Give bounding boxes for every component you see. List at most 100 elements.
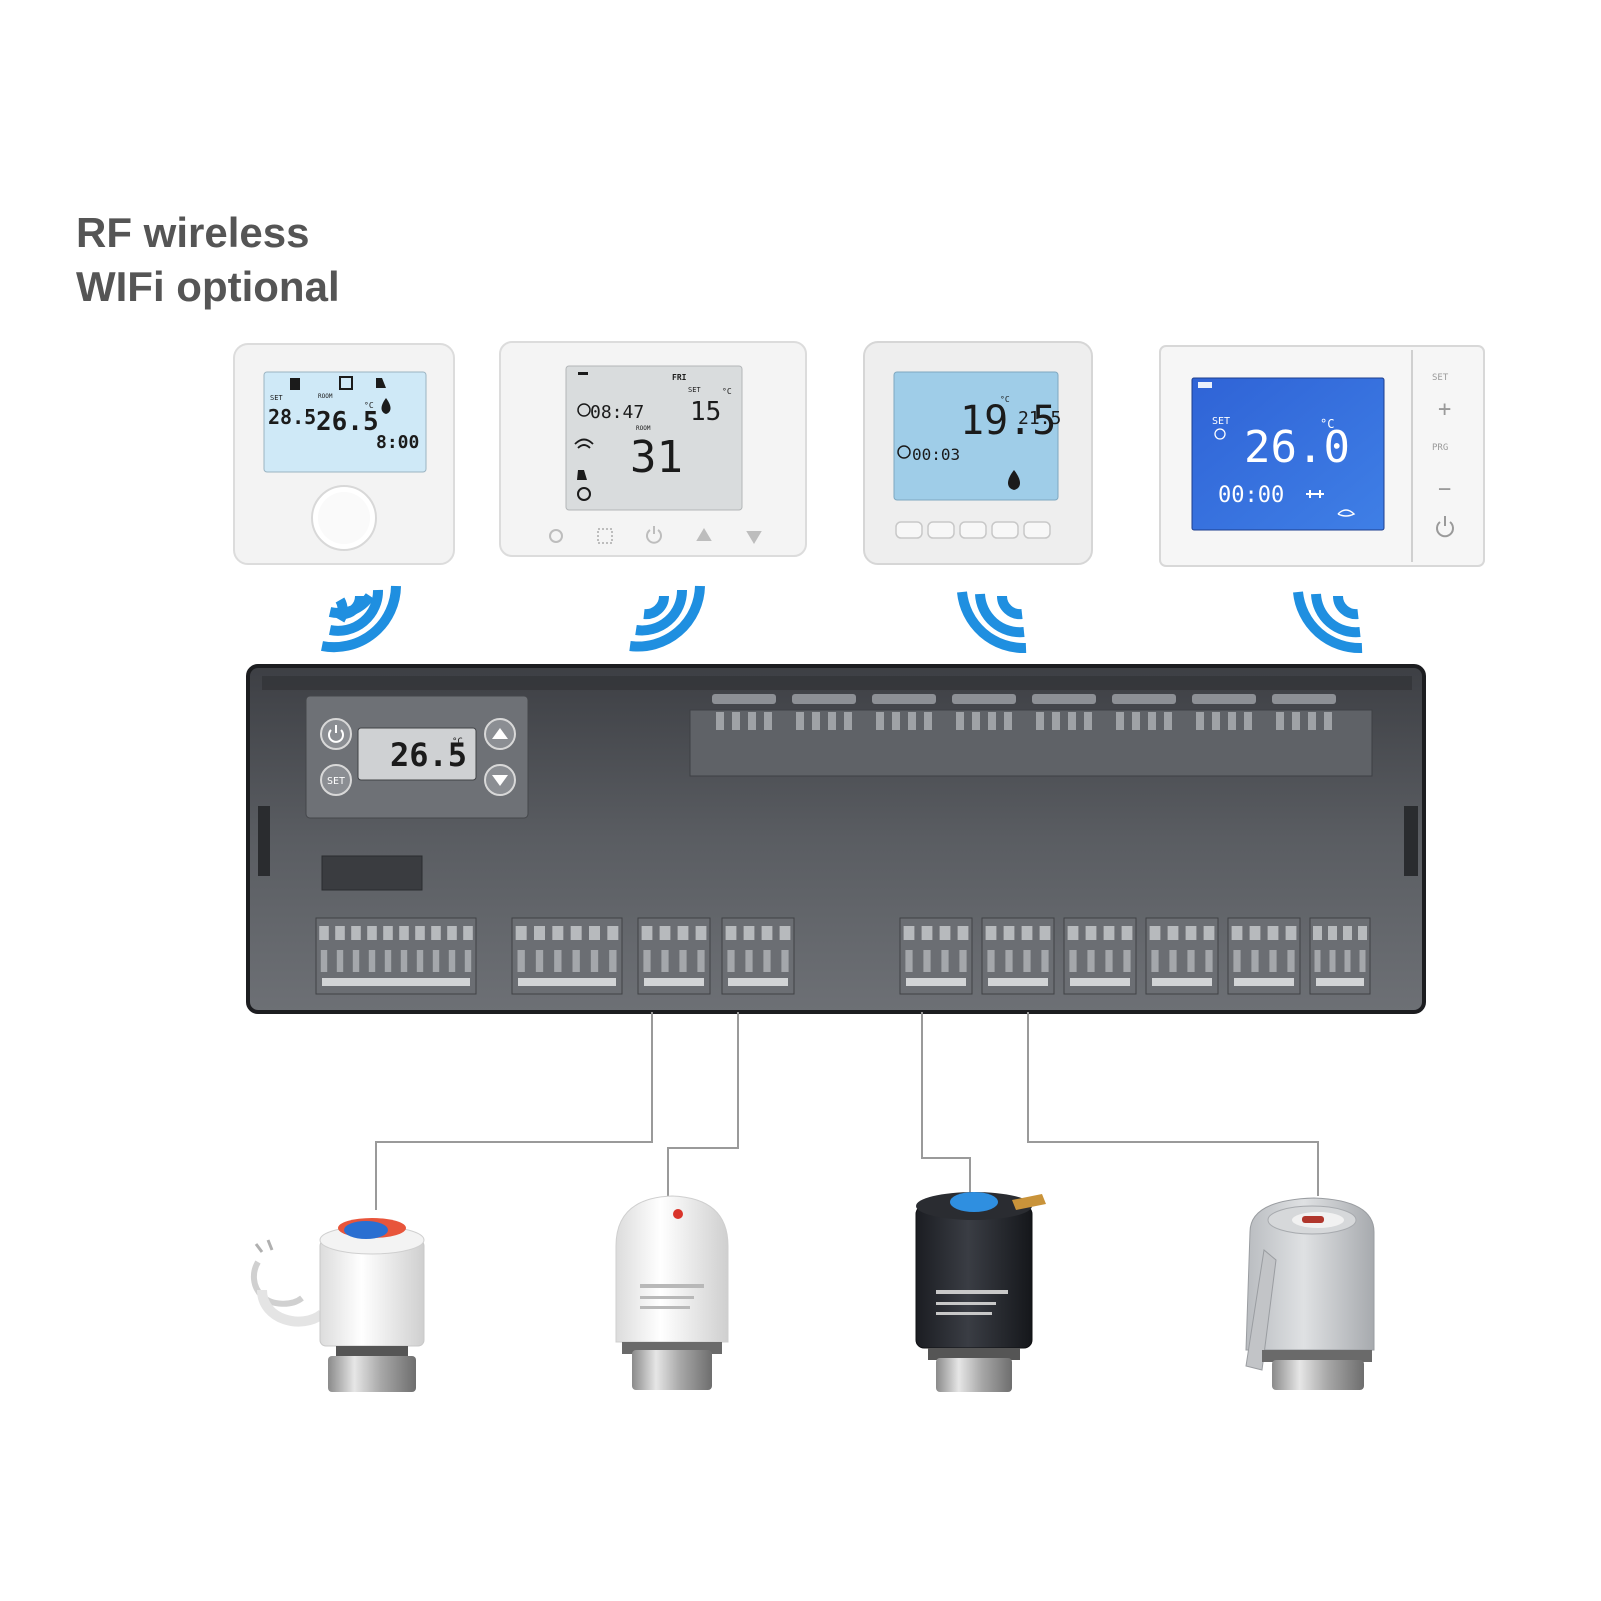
- upper-terminal-block: [1032, 694, 1096, 730]
- lower-terminal-block: [315, 917, 477, 995]
- actuator-2: [615, 1195, 729, 1390]
- headline-line-rf-wireless: RF wireless: [76, 209, 310, 256]
- hub-power-button[interactable]: [320, 718, 352, 750]
- thermostat-2-touch-keys: [549, 526, 762, 544]
- thermostat-2-heat-icon: [577, 470, 587, 480]
- thermostat-4-set-temp: 26.0: [1244, 422, 1350, 473]
- thermostat-2-set-temp: 15: [690, 397, 721, 427]
- actuator-4-indicator: [1302, 1216, 1324, 1223]
- lower-terminal-block: [637, 917, 711, 995]
- thermostat-1-time: 8:00: [376, 432, 419, 453]
- thermostat-3-button-4[interactable]: [991, 521, 1019, 539]
- signal-icon-1: [321, 585, 401, 653]
- thermostat-2-room-temp: 31: [630, 432, 683, 483]
- thermostat-3-clock-icon: [897, 445, 911, 459]
- hub-upper-terminal-rail: [689, 709, 1373, 777]
- thermostat-4-minus-button[interactable]: −: [1438, 477, 1451, 502]
- thermostat-4-prg-button[interactable]: PRG: [1432, 443, 1448, 453]
- headline-line-wifi-optional: WIFi optional: [76, 263, 340, 310]
- signal-icon-3: [957, 591, 1027, 654]
- thermostat-1-set-temp: 28.5: [268, 405, 316, 429]
- lower-terminal-block: [981, 917, 1055, 995]
- wire-4: [1027, 1012, 1319, 1196]
- thermostat-1-set-label: SET: [270, 394, 283, 402]
- thermostat-1-icons: [290, 376, 386, 390]
- thermostat-1-room-temp: 26.5: [316, 407, 379, 437]
- lower-terminal-block: [899, 917, 973, 995]
- lower-terminal-block: [721, 917, 795, 995]
- thermostat-4-lcd: [1191, 377, 1385, 531]
- hub-up-icon: [492, 728, 508, 739]
- thermostat-4-eye-icon: [1337, 509, 1356, 517]
- thermostat-2-clock-key[interactable]: [549, 529, 563, 543]
- thermostat-3-room-temp: 19.5: [960, 398, 1056, 444]
- thermostat-4-clock-icon: [1214, 428, 1226, 440]
- thermostat-3-unit: °C: [1000, 395, 1010, 404]
- thermostat-2-menu-key[interactable]: [597, 528, 613, 544]
- headline: RF wireless WIFi optional: [76, 206, 340, 314]
- hub-set-button[interactable]: [320, 764, 352, 796]
- thermostat-4-power-button[interactable]: [1436, 516, 1454, 538]
- hub-lcd: [357, 727, 477, 781]
- thermostat-1-unit: °C: [364, 401, 374, 410]
- thermostat-3-button-3[interactable]: [959, 521, 987, 539]
- thermostat-2-clock-icon: [577, 403, 591, 417]
- actuator-4: [1245, 1197, 1375, 1390]
- upper-terminal-block: [792, 694, 856, 730]
- thermostat-2-set-label: SET: [688, 386, 701, 394]
- thermostat-3-flame-icon: [1008, 470, 1020, 490]
- actuator-1: [250, 1218, 425, 1392]
- hub-display-unit: °C: [452, 737, 463, 747]
- signal-icon-2: [629, 585, 705, 652]
- thermostat-4-set-button[interactable]: SET: [1432, 373, 1449, 383]
- lower-terminal-block: [1309, 917, 1371, 995]
- thermostat-2-down-key[interactable]: [746, 531, 762, 544]
- thermostat-1-room-label: ROOM: [318, 393, 333, 400]
- thermostat-4-set-label: SET: [1212, 416, 1230, 427]
- hub-power-icon: [328, 725, 344, 743]
- hub-display-temp: 26.5: [390, 736, 467, 774]
- thermostat-3-button-1[interactable]: [895, 521, 923, 539]
- hub-controller: SET 26.5 °C: [246, 664, 1426, 1014]
- upper-terminal-block: [1192, 694, 1256, 730]
- lower-terminal-block: [1145, 917, 1219, 995]
- thermostat-3: 19.5 °C 21.5 00:03: [863, 341, 1093, 565]
- thermostat-4-time: 00:00: [1218, 483, 1284, 508]
- thermostat-4-unit: °C: [1320, 417, 1334, 431]
- actuator-2-indicator: [673, 1209, 683, 1219]
- upper-terminal-block: [872, 694, 936, 730]
- upper-terminal-block: [1112, 694, 1176, 730]
- thermostat-3-button-2[interactable]: [927, 521, 955, 539]
- upper-terminal-block: [1272, 694, 1336, 730]
- thermostat-2-power-key[interactable]: [646, 526, 662, 544]
- wire-2: [667, 1012, 739, 1196]
- thermostat-2-fan-icon: [577, 487, 591, 501]
- thermostat-3-buttons: [895, 521, 1051, 539]
- thermostat-3-button-5[interactable]: [1023, 521, 1051, 539]
- upper-terminal-block: [712, 694, 776, 730]
- hub-upper-terminals: [712, 694, 1336, 730]
- thermostat-1-flame-icon: [381, 398, 391, 414]
- lower-terminal-block: [511, 917, 623, 995]
- thermostat-2-time: 08:47: [590, 402, 644, 423]
- thermostat-1-lcd: [263, 371, 427, 473]
- signal-icon-4: [1293, 591, 1363, 654]
- hub-fuse-slot: [321, 855, 423, 891]
- wires: [375, 1012, 1319, 1210]
- thermostat-3-set-temp: 21.5: [1018, 408, 1061, 429]
- thermostat-2-up-key[interactable]: [696, 528, 712, 541]
- thermostat-2-wifi-icon: [574, 438, 594, 449]
- thermostat-4: SET 26.0 °C 00:00 SET + PRG −: [1159, 345, 1485, 567]
- hub-down-icon: [492, 775, 508, 786]
- thermostat-2-room-label: ROOM: [636, 425, 651, 432]
- thermostat-4-link-icon: [1306, 490, 1324, 498]
- wire-3: [921, 1012, 971, 1194]
- thermostat-4-plus-button[interactable]: +: [1438, 397, 1451, 422]
- thermostat-2-unit: °C: [722, 387, 732, 396]
- lower-terminal-block: [1063, 917, 1137, 995]
- thermostat-2: FRI 08:47 SET 15 °C ROOM 31: [499, 341, 807, 557]
- actuator-3: [915, 1192, 1046, 1392]
- lower-terminal-block: [1227, 917, 1301, 995]
- thermostat-1: SET 28.5 ROOM 26.5 °C 8:00: [233, 343, 455, 565]
